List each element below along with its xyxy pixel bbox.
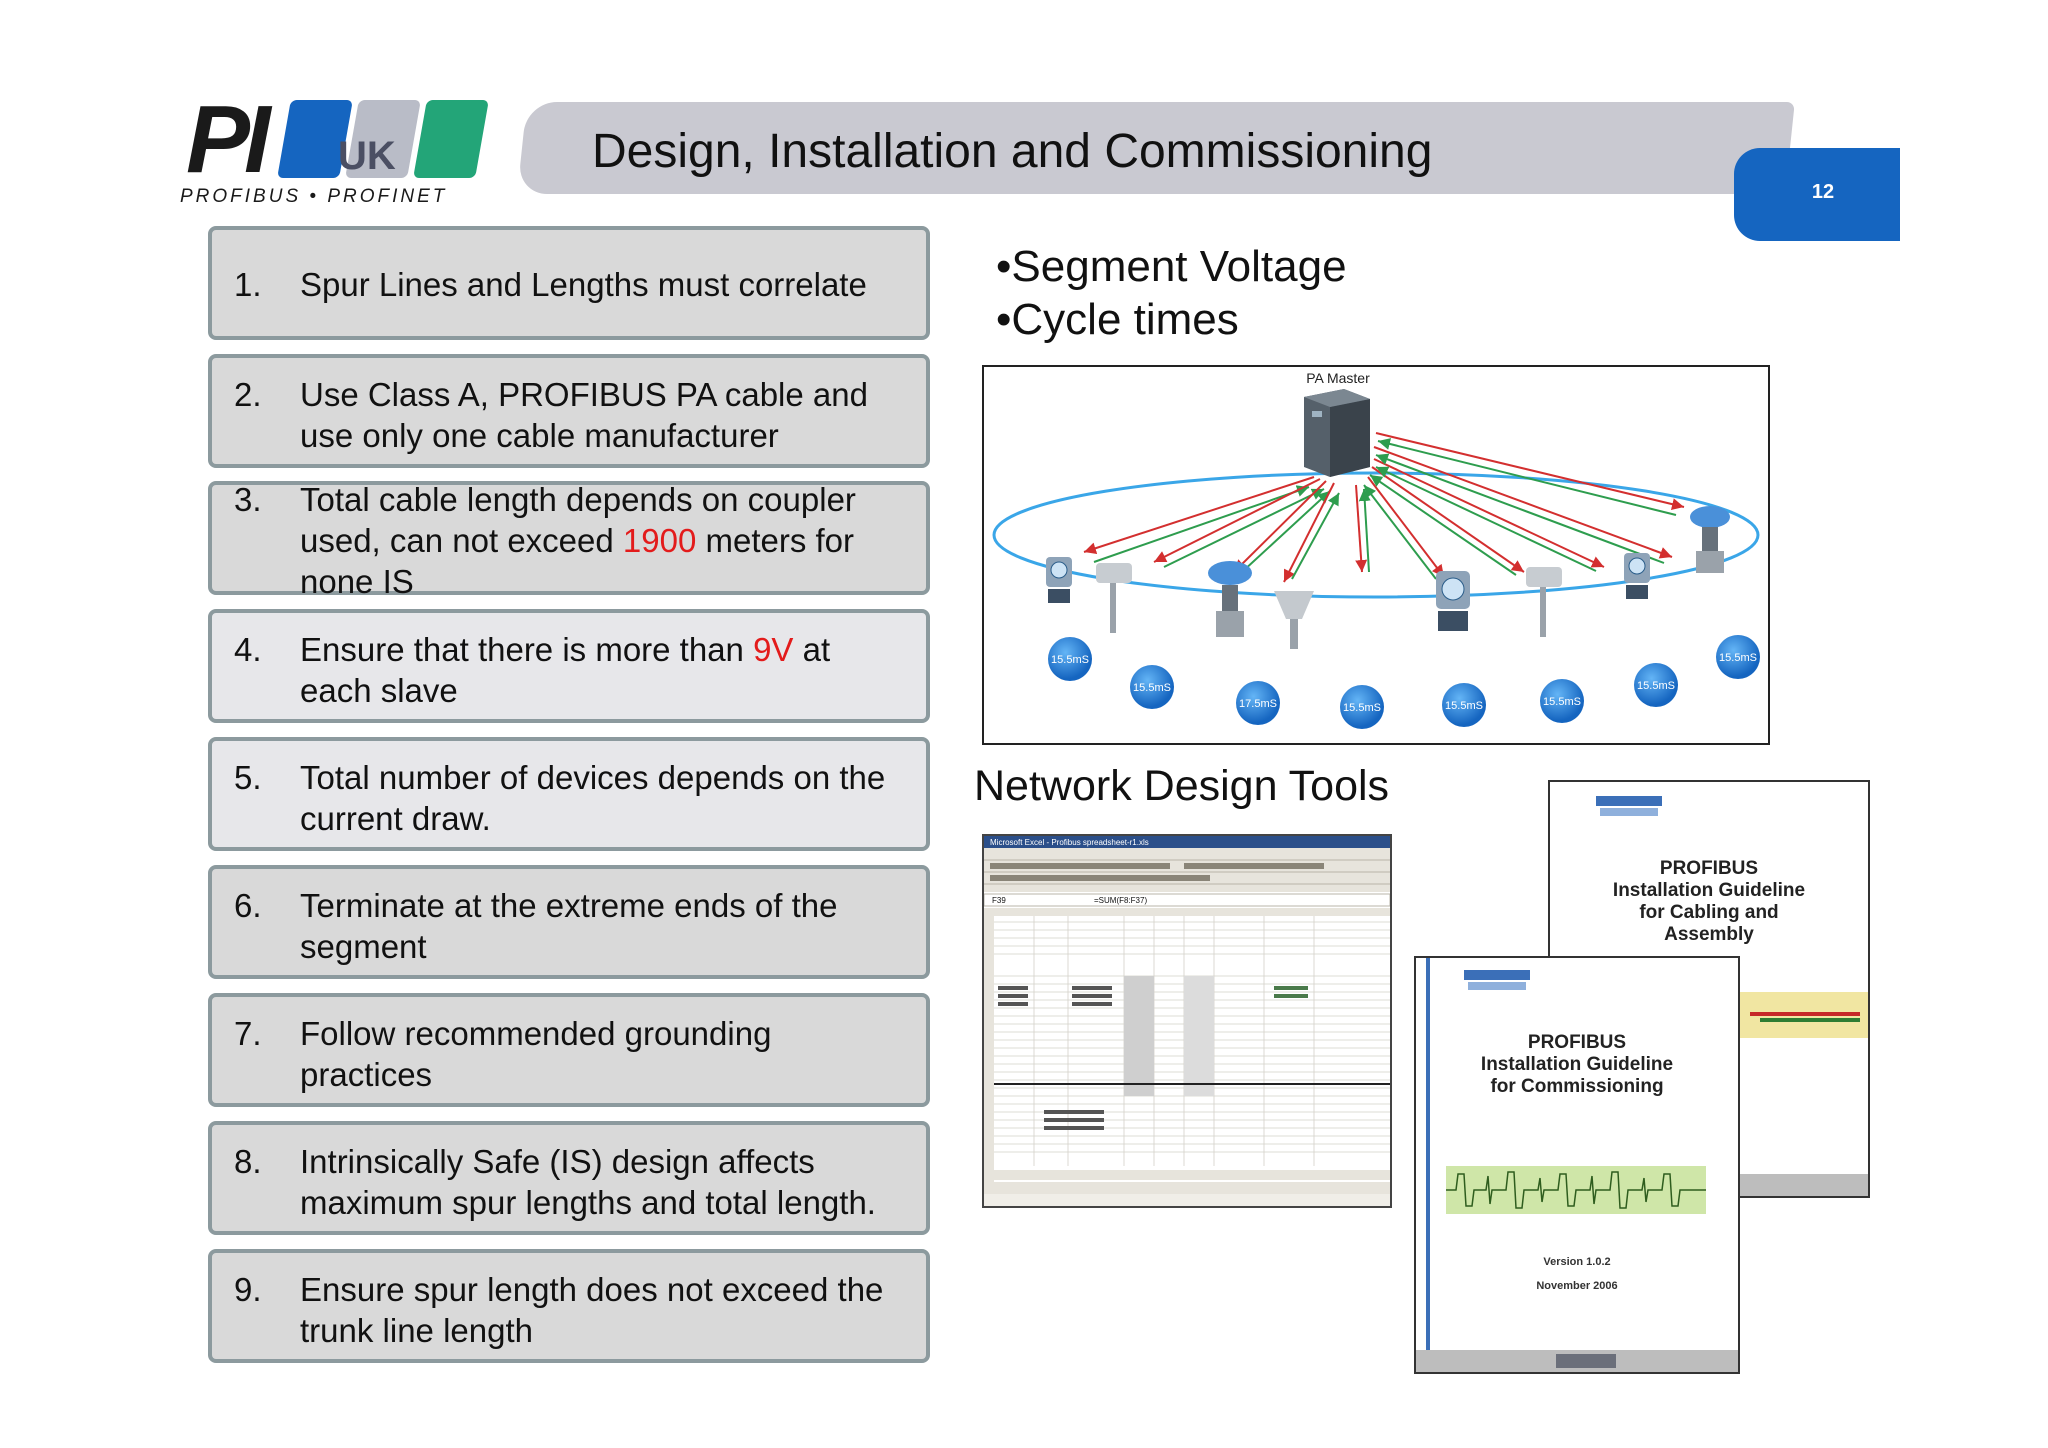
master-label: PA Master — [1306, 370, 1370, 386]
network-design-tools-title: Network Design Tools — [974, 762, 1390, 810]
logo-mark: PI — [186, 86, 271, 193]
document-version: Version 1.0.2 — [1543, 1256, 1611, 1268]
signal-trace-image — [1446, 1166, 1706, 1214]
guideline-commissioning-cover: PROFIBUS Installation Guideline for Comm… — [1414, 956, 1740, 1374]
transmitter-3 — [1624, 553, 1650, 599]
svg-text:15.5mS: 15.5mS — [1719, 652, 1757, 664]
profibus-logo-icon — [1464, 970, 1530, 990]
slide-title: Design, Installation and Commissioning — [592, 125, 1433, 178]
rule-number: 6. — [234, 887, 262, 924]
cycle-time-bubble: 15.5mS — [1716, 635, 1760, 679]
svg-text:15.5mS: 15.5mS — [1343, 702, 1381, 714]
pi-footer-logo — [1556, 1354, 1616, 1368]
valve-2 — [1690, 506, 1730, 573]
bullet-segment-voltage: •Segment Voltage — [996, 242, 1347, 291]
rule-number: 1. — [234, 266, 262, 303]
rule-8: 8. Intrinsically Safe (IS) design affect… — [208, 1121, 930, 1235]
svg-text:15.5mS: 15.5mS — [1133, 682, 1171, 694]
cable-photo — [1740, 992, 1868, 1038]
page-number: 12 — [1811, 181, 1835, 203]
svg-text:17.5mS: 17.5mS — [1239, 698, 1277, 710]
rule-number: 3. — [234, 481, 262, 518]
cycle-time-bubble: 15.5mS — [1048, 637, 1092, 681]
formula-bar: =SUM(F8:F37) — [1094, 896, 1147, 905]
max-length-value: 1900 — [622, 522, 697, 559]
spreadsheet-svg: Microsoft Excel - Profibus spreadsheet-r… — [984, 836, 1390, 1206]
svg-text:15.5mS: 15.5mS — [1445, 700, 1483, 712]
cycle-time-bubble: 15.5mS — [1130, 665, 1174, 709]
svg-text:15.5mS: 15.5mS — [1051, 654, 1089, 666]
field-devices — [1046, 506, 1730, 649]
rule-number: 9. — [234, 1271, 262, 1308]
cover-stripe — [1426, 958, 1430, 1372]
rule-5: 5. Total number of devices depends on th… — [208, 737, 930, 851]
cycle-time-bubble: 15.5mS — [1442, 683, 1486, 727]
cycle-time-bubble: 15.5mS — [1340, 685, 1384, 729]
svg-text:15.5mS: 15.5mS — [1543, 696, 1581, 708]
pa-master-device — [1304, 389, 1370, 477]
cycle-time-bubble: 17.5mS — [1236, 681, 1280, 725]
rule-9: 9. Ensure spur length does not exceed th… — [208, 1249, 930, 1363]
temperature-sensor-2 — [1526, 567, 1562, 637]
transmitter-1 — [1046, 557, 1072, 603]
logo-green-block — [413, 100, 489, 178]
temperature-sensor-1 — [1096, 563, 1132, 633]
rule-1: 1. Spur Lines and Lengths must correlate — [208, 226, 930, 340]
logo-subtitle: PROFIBUS • PROFINET — [180, 186, 448, 207]
rule-number: 8. — [234, 1143, 262, 1180]
bullet-cycle-times: •Cycle times — [996, 295, 1239, 344]
cell-reference: F39 — [992, 896, 1006, 905]
rule-number: 2. — [234, 376, 262, 413]
segment-diagram: PA Master — [982, 365, 1770, 745]
cycle-time-bubble: 15.5mS — [1540, 679, 1584, 723]
rule-text: Spur Lines and Lengths must correlate — [300, 266, 867, 303]
spreadsheet-title: Microsoft Excel - Profibus spreadsheet-r… — [990, 838, 1149, 847]
topic-bullets: •Segment Voltage •Cycle times — [996, 240, 1347, 346]
segment-diagram-svg: PA Master — [992, 370, 1760, 729]
valve-1 — [1208, 561, 1252, 637]
spreadsheet-screenshot: Microsoft Excel - Profibus spreadsheet-r… — [982, 834, 1392, 1208]
rule-3: 3. Total cable length depends on coupler… — [208, 481, 930, 600]
cabling-guideline-title: PROFIBUS Installation Guideline for Cabl… — [1612, 858, 1806, 945]
cycle-time-bubble: 15.5mS — [1634, 663, 1678, 707]
commissioning-guideline-title: PROFIBUS Installation Guideline for Comm… — [1480, 1032, 1674, 1097]
cover-footer-bar — [1416, 1350, 1738, 1372]
rule-number: 4. — [234, 631, 262, 668]
min-voltage-value: 9V — [753, 631, 794, 668]
profibus-logo-icon — [1596, 796, 1662, 816]
rule-number: 7. — [234, 1015, 262, 1052]
transmitter-2 — [1436, 571, 1470, 631]
rule-number: 5. — [234, 759, 262, 796]
logo-region: UK — [338, 134, 396, 178]
page-number-tab: 12 — [1734, 148, 1900, 241]
svg-text:15.5mS: 15.5mS — [1637, 680, 1675, 692]
pi-uk-logo: PI UK PROFIBUS • PROFINET — [180, 86, 489, 211]
document-date: November 2006 — [1536, 1280, 1618, 1292]
level-sensor — [1274, 591, 1314, 649]
